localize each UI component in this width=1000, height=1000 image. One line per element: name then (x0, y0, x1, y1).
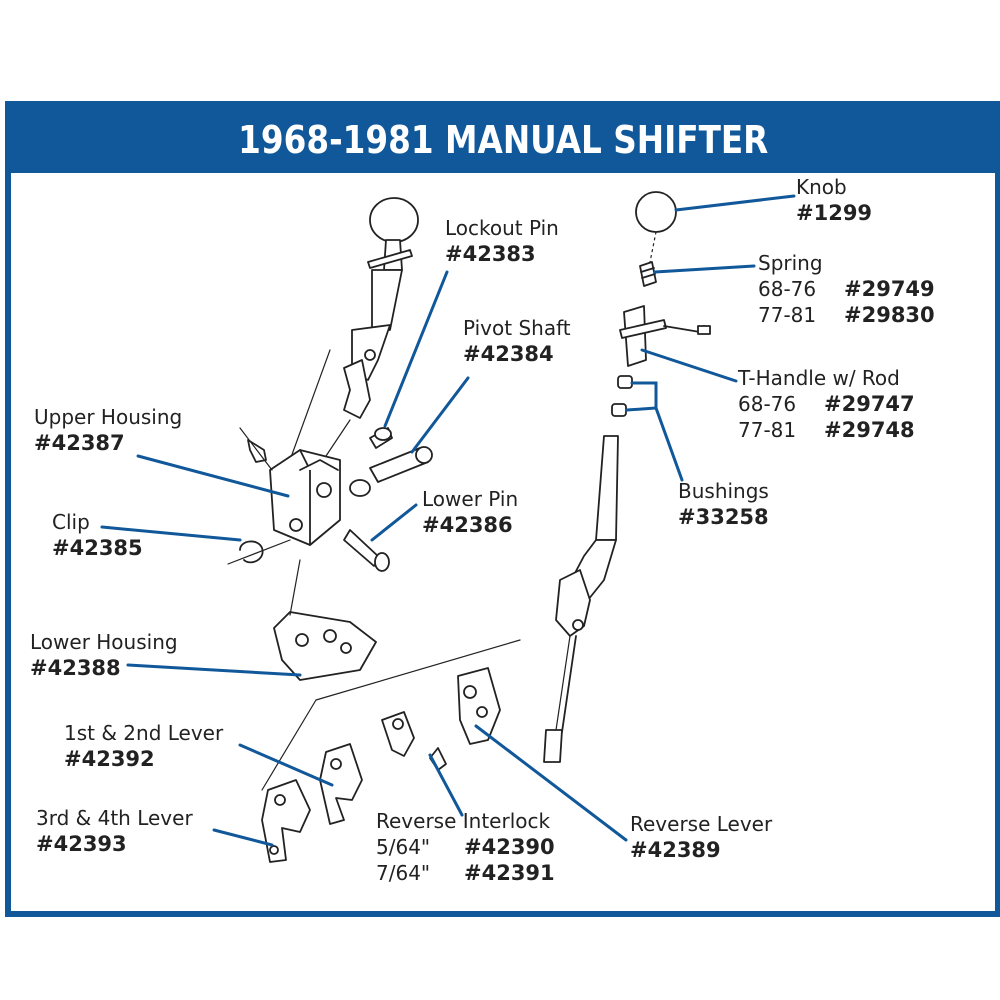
leader-lockout-pin (383, 270, 449, 428)
upper-housing-number: #42387 (34, 431, 125, 455)
t-handle-number: #29748 (824, 418, 915, 442)
label-lower-housing: Lower Housing #42388 (30, 629, 178, 681)
lower-housing-part (273, 611, 377, 681)
leader-spring (653, 264, 756, 274)
knob-number: #1299 (796, 201, 873, 225)
reverse-interlock-row: 5/64" #42390 (376, 834, 555, 860)
leader-upper-housing (136, 454, 290, 498)
lower-pin-number: #42386 (422, 513, 513, 537)
lever-1-2-name: 1st & 2nd Lever (64, 721, 224, 745)
reverse-interlock-size: 5/64" (376, 835, 431, 859)
leader-reverse-interlock (428, 753, 464, 817)
reverse-lever-number: #42389 (630, 838, 721, 862)
bushing-parts (611, 375, 633, 417)
label-reverse-interlock: Reverse Interlock 5/64" #42390 7/64" #42… (376, 808, 555, 886)
page-title: 1968-1981 MANUAL SHIFTER (237, 118, 769, 162)
label-knob: Knob #1299 (796, 174, 872, 226)
leader-t-handle (640, 348, 738, 383)
label-pivot-shaft: Pivot Shaft #42384 (463, 315, 571, 367)
lever-1-2-part (319, 743, 363, 825)
diagram-frame: 1968-1981 MANUAL SHIFTER (5, 101, 1000, 917)
label-bushings: Bushings #33258 (678, 478, 769, 530)
leader-reverse-lever (474, 724, 628, 842)
nut-part (239, 427, 273, 471)
lower-housing-number: #42388 (30, 656, 121, 680)
reverse-interlock-part (381, 711, 447, 771)
leader-clip (100, 525, 242, 542)
reverse-lever-name: Reverse Lever (630, 812, 773, 836)
reverse-lever-part (457, 667, 501, 745)
reverse-interlock-number: #42390 (464, 835, 555, 859)
spring-part (639, 261, 657, 287)
right-shifter-knob (635, 191, 677, 263)
label-reverse-lever: Reverse Lever #42389 (630, 811, 772, 863)
lever-3-4-part (261, 779, 311, 863)
leader-lever-3-4 (212, 828, 274, 847)
bushings-number: #33258 (678, 505, 769, 529)
reverse-interlock-size: 7/64" (376, 861, 431, 885)
spring-number: #29830 (844, 303, 935, 327)
t-handle-number: #29747 (824, 392, 915, 416)
pivot-shaft-name: Pivot Shaft (463, 316, 571, 340)
spring-years: 68-76 (758, 277, 817, 301)
knob-name: Knob (796, 175, 847, 199)
reverse-interlock-name: Reverse Interlock (376, 809, 551, 833)
spring-number: #29749 (844, 277, 935, 301)
right-shift-rod (543, 435, 619, 763)
upper-housing-name: Upper Housing (34, 405, 183, 429)
spring-years: 77-81 (758, 303, 817, 327)
bushings-name: Bushings (678, 479, 769, 503)
label-lockout-pin: Lockout Pin #42383 (445, 215, 559, 267)
lower-pin-name: Lower Pin (422, 487, 519, 511)
pivot-shaft-part (349, 446, 433, 497)
left-guide-lines (261, 559, 521, 791)
clip-part (227, 539, 291, 565)
upper-housing-part (269, 449, 341, 546)
lockout-pin-number: #42383 (445, 242, 536, 266)
lever-1-2-number: #42392 (64, 747, 155, 771)
spring-row: 77-81 #29830 (758, 302, 935, 328)
label-clip: Clip #42385 (52, 509, 143, 561)
reverse-interlock-row: 7/64" #42391 (376, 860, 555, 886)
lockout-pin-name: Lockout Pin (445, 216, 559, 240)
leader-bushings-stem (654, 406, 684, 482)
t-handle-part (619, 305, 711, 367)
left-shift-rod (289, 269, 403, 481)
t-handle-years: 77-81 (738, 418, 797, 442)
left-shifter-knob (367, 197, 419, 271)
t-handle-name: T-Handle w/ Rod (738, 366, 900, 390)
reverse-interlock-number: #42391 (464, 861, 555, 885)
leader-bushings (625, 381, 658, 412)
lever-3-4-number: #42393 (36, 832, 127, 856)
lever-3-4-name: 3rd & 4th Lever (36, 806, 193, 830)
label-lever-1-2: 1st & 2nd Lever #42392 (64, 720, 223, 772)
title-bar: 1968-1981 MANUAL SHIFTER (11, 107, 995, 173)
leader-lower-pin (370, 503, 418, 542)
pivot-shaft-number: #42384 (463, 342, 554, 366)
t-handle-row: 77-81 #29748 (738, 417, 915, 443)
leader-lower-housing (126, 663, 302, 677)
label-spring: Spring 68-76 #29749 77-81 #29830 (758, 250, 935, 328)
clip-number: #42385 (52, 536, 143, 560)
label-upper-housing: Upper Housing #42387 (34, 404, 182, 456)
label-lever-3-4: 3rd & 4th Lever #42393 (36, 805, 193, 857)
clip-name: Clip (52, 510, 90, 534)
label-t-handle: T-Handle w/ Rod 68-76 #29747 77-81 #2974… (738, 365, 915, 443)
spring-name: Spring (758, 251, 823, 275)
leader-knob (674, 194, 796, 212)
leader-pivot-shaft (410, 376, 470, 454)
label-lower-pin: Lower Pin #42386 (422, 486, 518, 538)
lower-housing-name: Lower Housing (30, 630, 178, 654)
leader-lever-1-2 (238, 743, 334, 787)
t-handle-row: 68-76 #29747 (738, 391, 915, 417)
lockout-pin-part (369, 427, 393, 449)
spring-row: 68-76 #29749 (758, 276, 935, 302)
t-handle-years: 68-76 (738, 392, 797, 416)
lower-pin-part (343, 529, 390, 572)
